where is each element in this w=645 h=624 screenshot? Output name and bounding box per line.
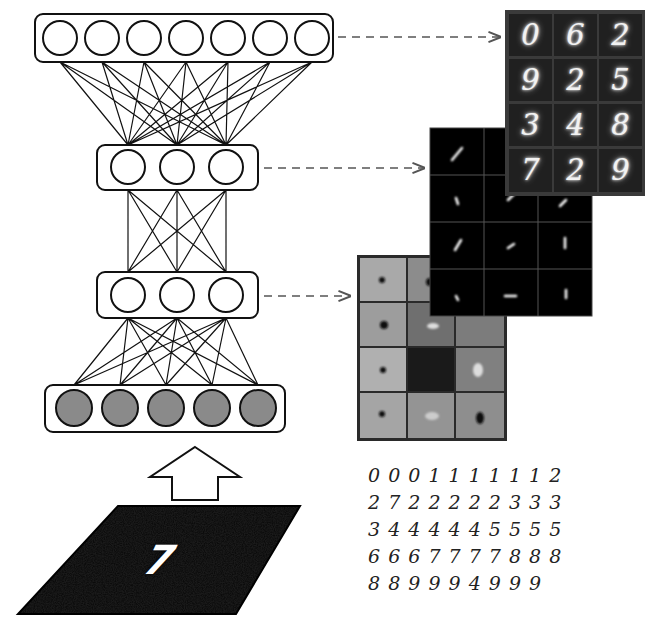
feature-panel <box>430 128 592 316</box>
reconstructed-digit: 7 <box>521 156 539 185</box>
hidden-layer <box>35 14 333 62</box>
digit-samples: 3 4 4 4 4 4 5 5 5 5 <box>368 520 562 539</box>
input-arrow <box>150 447 240 500</box>
layer-weights <box>60 62 312 385</box>
reconstructed-digit: 6 <box>566 21 584 50</box>
reconstructed-digit: 8 <box>611 111 629 140</box>
input-image <box>18 506 300 614</box>
reconstructed-digit: 5 <box>611 66 629 95</box>
reconstructed-digit: 3 <box>521 111 539 140</box>
digit-samples: 8 8 9 9 9 4 9 9 9 <box>368 574 542 593</box>
digit-samples: 0 0 0 1 1 1 1 1 1 2 <box>368 466 562 485</box>
reconstructed-digit: 2 <box>566 66 584 95</box>
reconstructed-digit: 2 <box>611 21 629 50</box>
digit-samples: 2 7 2 2 2 2 2 3 3 3 <box>368 493 562 512</box>
hidden-layer <box>97 145 258 190</box>
input-layer <box>45 385 285 432</box>
reconstructed-digit: 0 <box>521 21 539 50</box>
reconstructed-digit: 2 <box>566 156 584 185</box>
reconstructed-digit: 9 <box>521 66 539 95</box>
hidden-layer <box>97 272 258 318</box>
reconstructed-digit: 4 <box>566 111 584 140</box>
reconstruction-panel <box>505 10 645 196</box>
reconstructed-digit: 9 <box>611 156 629 185</box>
digit-samples: 6 6 6 7 7 7 7 8 8 8 <box>368 547 562 566</box>
